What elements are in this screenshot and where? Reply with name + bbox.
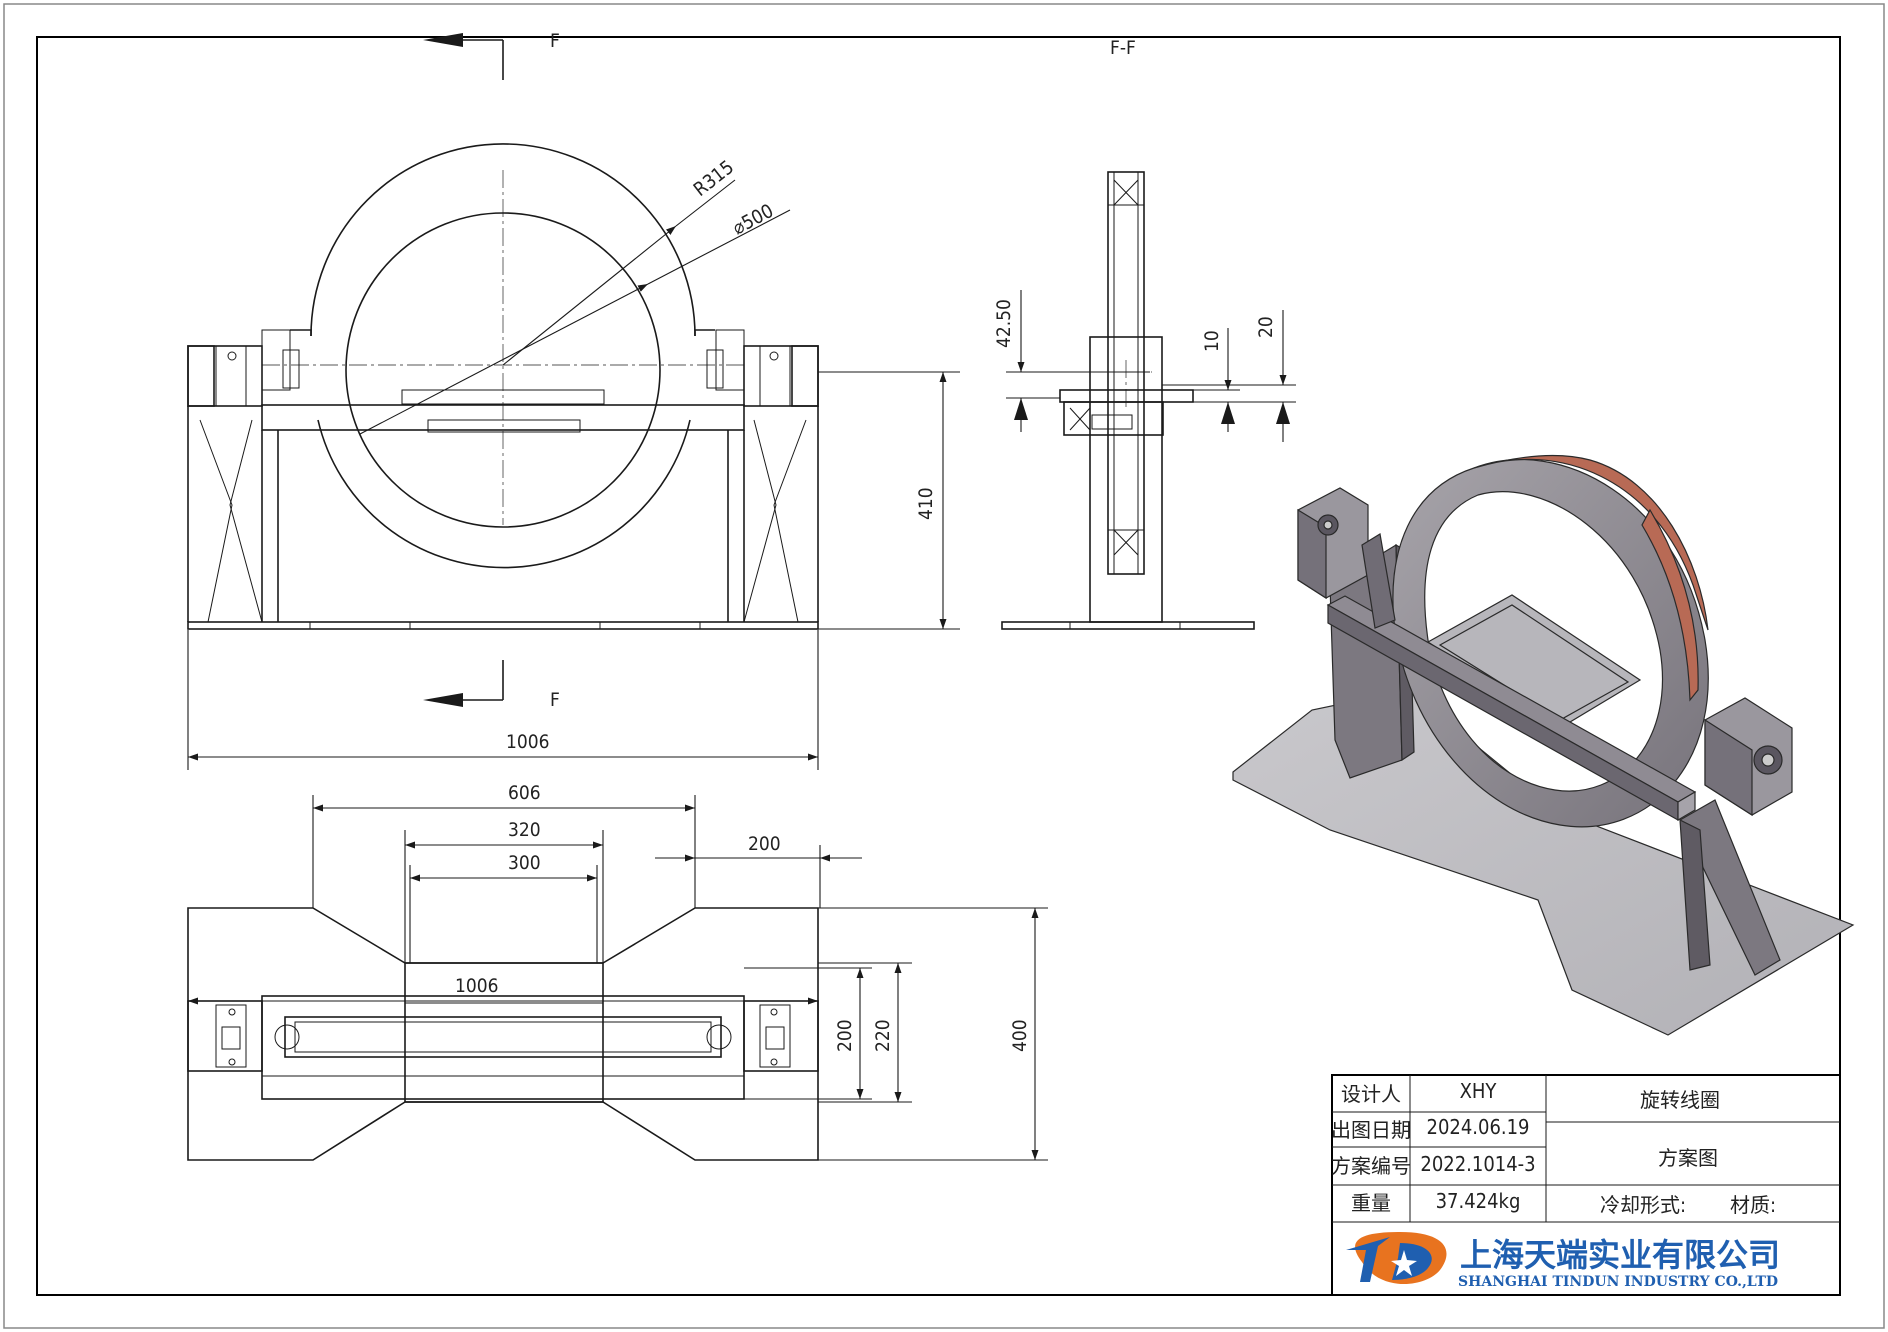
drawing-frame [36,36,1841,1296]
drawing-type: 方案图 [1658,1146,1718,1170]
scheme-no-label: 方案编号 [1331,1154,1411,1178]
iso-ring [1392,459,1709,828]
side-dimensions: 42.50 10 20 [993,290,1296,442]
section-marker-top: F [423,30,560,80]
iso-copper-band [1473,454,1709,631]
section-label-top: F [550,30,560,52]
scheme-no-value: 2022.1014-3 [1420,1152,1535,1176]
top-dimensions: 606 320 300 200 1006 200 220 400 [188,782,1048,1161]
front-dimensions: R315 ⌀500 410 1006 [187,156,960,770]
dim-400: 400 [1009,1019,1031,1052]
dim-10: 10 [1201,330,1223,352]
title-block: 设计人 XHY 出图日期 2024.06.19 方案编号 2022.1014-3… [1331,1074,1841,1296]
diameter-label: ⌀500 [729,200,777,240]
date-label: 出图日期 [1331,1118,1411,1142]
isometric-view [1232,454,1855,1036]
part-name: 旋转线圈 [1640,1088,1720,1112]
dim-606: 606 [508,782,541,804]
dim-1006-top: 1006 [455,975,499,997]
sheet-border-outer [3,3,1885,1329]
designer-label: 设计人 [1341,1082,1401,1106]
side-view [1001,171,1255,630]
date-value: 2024.06.19 [1427,1115,1530,1139]
top-view [187,907,819,1161]
section-label-bottom: F [550,689,560,711]
cooling-label: 冷却形式: [1600,1193,1686,1217]
dim-220: 220 [872,1019,894,1052]
company-name-cn: 上海天端实业有限公司 [1460,1236,1780,1274]
company-logo [1346,1232,1447,1285]
section-marker-bottom: F [423,660,560,711]
radius-label: R315 [690,156,739,201]
company-name-en: SHANGHAI TINDUN INDUSTRY CO.,LTD [1458,1274,1778,1290]
weight-label: 重量 [1351,1191,1391,1215]
dim-320: 320 [508,819,541,841]
material-label: 材质: [1730,1193,1776,1217]
dim-20: 20 [1255,316,1277,338]
dim-200-side: 200 [834,1019,856,1052]
dim-42-50: 42.50 [993,299,1015,348]
designer-value: XHY [1460,1079,1498,1103]
dim-200-top: 200 [748,833,781,855]
dim-1006-front: 1006 [506,731,550,753]
side-view-title: F-F [1110,37,1136,59]
dim-410: 410 [915,487,937,520]
dim-300: 300 [508,852,541,874]
front-view [187,143,819,630]
weight-value: 37.424kg [1436,1189,1521,1213]
